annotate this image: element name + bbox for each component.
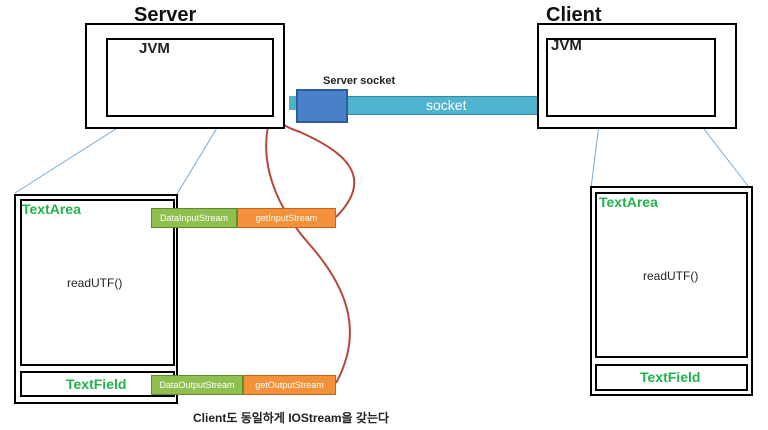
server-textarea-label: TextArea (22, 201, 81, 217)
client-jvm-label: JVM (551, 37, 582, 54)
data-input-stream: DataInputStream (151, 208, 237, 228)
client-jvm-box (546, 38, 716, 117)
client-readutf: readUTF() (643, 269, 699, 283)
server-socket-block[interactable] (296, 89, 348, 123)
server-textfield-label: TextField (66, 376, 127, 392)
client-title: Client (546, 4, 602, 26)
caption: Client도 동일하게 IOStream을 갖는다 (193, 411, 390, 425)
server-jvm-label: JVM (139, 40, 170, 57)
client-textfield[interactable] (595, 364, 748, 391)
data-output-stream: DataOutputStream (151, 375, 243, 395)
client-textarea[interactable] (595, 192, 748, 358)
server-title: Server (134, 4, 197, 26)
socket-label: socket (426, 97, 467, 113)
output-stream-curve (265, 103, 351, 384)
server-readutf: readUTF() (67, 276, 123, 290)
server-textarea[interactable] (20, 199, 175, 366)
server-socket-label: Server socket (323, 75, 396, 87)
get-input-stream: getInputStream (237, 208, 336, 228)
client-textarea-label: TextArea (599, 194, 658, 210)
get-output-stream: getOutputStream (243, 375, 336, 395)
server-jvm-box (106, 38, 274, 117)
client-textfield-label: TextField (640, 369, 701, 385)
server-socket-edge (289, 96, 297, 110)
